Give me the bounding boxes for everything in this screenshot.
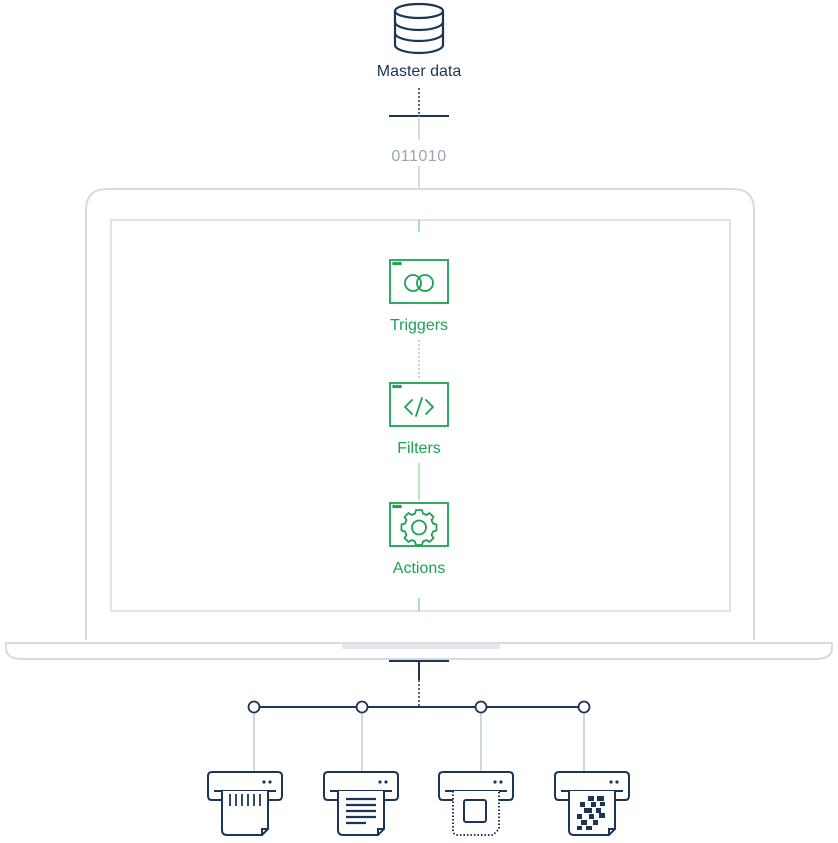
label-printer-barcode-icon xyxy=(207,771,283,836)
distribution-tree xyxy=(247,660,591,772)
step-label-actions: Actions xyxy=(392,560,446,577)
source-label: Master data xyxy=(376,63,462,80)
label-printer-text-icon xyxy=(323,771,399,836)
step-label-filters: Filters xyxy=(397,440,441,457)
tree-node xyxy=(474,700,488,714)
gear-icon xyxy=(400,509,438,546)
step-box-triggers xyxy=(389,259,449,304)
laptop-frame xyxy=(5,188,833,660)
step-box-filters xyxy=(389,382,449,427)
tree-node xyxy=(247,700,261,714)
laptop-base xyxy=(5,642,833,660)
linked-rings-icon xyxy=(404,274,434,292)
label-printer-label-icon xyxy=(438,771,514,836)
laptop-notch xyxy=(342,643,500,649)
label-printer-qr-icon xyxy=(554,771,630,836)
step-box-actions xyxy=(389,502,449,547)
code-brackets-icon xyxy=(404,397,434,417)
tree-node xyxy=(577,700,591,714)
binary-label: 011010 xyxy=(391,148,447,165)
source-connector xyxy=(389,88,449,192)
tree-node xyxy=(355,700,369,714)
database-icon xyxy=(393,2,445,55)
step-label-triggers: Triggers xyxy=(389,317,449,334)
